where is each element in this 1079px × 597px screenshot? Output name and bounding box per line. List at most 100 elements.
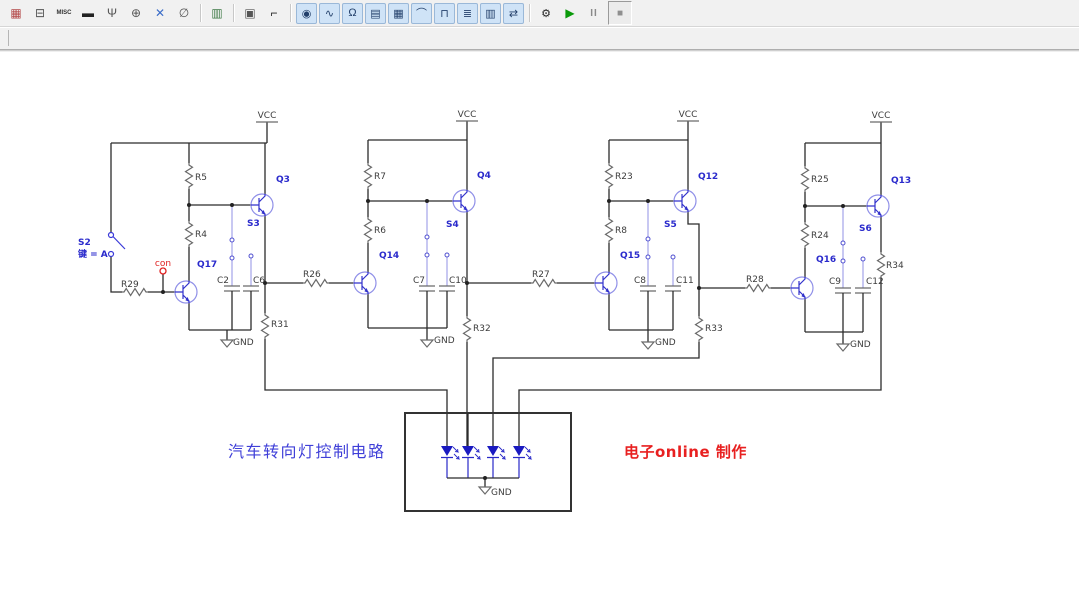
place-misc-icon[interactable]: MISC <box>56 10 72 16</box>
resistor-R25[interactable] <box>800 165 810 193</box>
resistor-R33[interactable] <box>694 315 704 343</box>
wire-node[interactable] <box>229 237 235 243</box>
r-mid-label[interactable]: R4 <box>195 230 207 240</box>
wire-node[interactable] <box>840 240 846 246</box>
cap1-label[interactable]: C9 <box>829 277 841 287</box>
wire-node[interactable] <box>860 256 866 262</box>
cap1-label[interactable]: C2 <box>217 276 229 286</box>
credit-caption[interactable]: 电子online 制作 <box>624 443 747 461</box>
transistor-Q17[interactable] <box>174 280 198 304</box>
r-mid-label[interactable]: R6 <box>374 226 386 236</box>
transistor-Q15[interactable] <box>594 271 618 295</box>
logic-analyzer-icon[interactable]: ▥ <box>480 2 501 24</box>
transistor-Q13[interactable] <box>866 194 890 218</box>
r-out-label[interactable]: R34 <box>886 261 904 271</box>
function-generator-icon[interactable]: ∿ <box>319 2 340 24</box>
capacitor-C8[interactable] <box>639 285 657 292</box>
q-main-label[interactable]: Q4 <box>477 171 491 181</box>
q-osc-label[interactable]: Q14 <box>379 251 399 261</box>
logic-converter-icon[interactable]: ⇄ <box>503 2 524 24</box>
con-label[interactable]: con <box>155 259 171 269</box>
word-generator-icon[interactable]: ≣ <box>457 2 478 24</box>
bode-plotter-icon[interactable]: ⌒ <box>411 2 432 24</box>
gnd-label[interactable]: GND <box>850 340 871 350</box>
r-mid-label[interactable]: R8 <box>615 226 627 236</box>
r-out-label[interactable]: R32 <box>473 324 491 334</box>
cap2-label[interactable]: C11 <box>676 276 694 286</box>
s-node-label[interactable]: S3 <box>247 219 260 229</box>
place-indicator-icon[interactable]: ▬ <box>82 6 94 20</box>
gnd-label[interactable]: GND <box>434 336 455 346</box>
ground-symbol[interactable] <box>220 339 234 348</box>
capacitor-C11[interactable] <box>664 285 682 292</box>
resistor-R7[interactable] <box>363 162 373 190</box>
schematic-canvas[interactable]: VCC <box>0 52 1079 597</box>
stage-1[interactable]: VCC <box>77 111 448 446</box>
wire-node[interactable] <box>229 255 235 261</box>
wattmeter-icon[interactable]: Ω <box>342 2 363 24</box>
transistor-Q3[interactable] <box>250 193 274 217</box>
toolbar-drag-handle[interactable] <box>8 30 9 46</box>
wire-node[interactable] <box>840 258 846 264</box>
switch-S2[interactable] <box>107 231 126 258</box>
place-source-icon[interactable]: ▦ <box>10 6 22 20</box>
switch-ref-label[interactable]: S2 <box>78 238 91 248</box>
stage3-wires[interactable] <box>492 121 791 446</box>
s-node-label[interactable]: S4 <box>446 220 459 230</box>
ground-symbol[interactable] <box>836 343 850 352</box>
q-main-label[interactable]: Q3 <box>276 175 290 185</box>
wire-node[interactable] <box>670 254 676 260</box>
four-channel-oscilloscope-icon[interactable]: ▦ <box>388 2 409 24</box>
led-2[interactable] <box>461 445 481 479</box>
q-main-label[interactable]: Q12 <box>698 172 718 182</box>
gnd-label[interactable]: GND <box>655 338 676 348</box>
q-main-label[interactable]: Q13 <box>891 176 911 186</box>
circuit-title-caption[interactable]: 汽车转向灯控制电路 <box>228 442 386 461</box>
resistor-R8[interactable] <box>604 216 614 244</box>
led-3[interactable] <box>486 445 506 479</box>
gnd-label[interactable]: GND <box>233 338 254 348</box>
r-mid-label[interactable]: R24 <box>811 231 829 241</box>
resistor-R5[interactable] <box>184 162 194 190</box>
vcc-label[interactable]: VCC <box>458 110 477 120</box>
s-node-label[interactable]: S6 <box>859 224 872 234</box>
con-node[interactable] <box>159 267 167 275</box>
place-basic-icon[interactable]: ⊟ <box>34 6 46 20</box>
vcc-label[interactable]: VCC <box>258 111 277 121</box>
ground-symbol[interactable] <box>420 339 434 348</box>
wire-node[interactable] <box>645 236 651 242</box>
stage-3[interactable]: VCC R23 R8 Q12 <box>492 110 791 446</box>
q-osc-label[interactable]: Q17 <box>197 260 217 270</box>
place-misc2-icon[interactable]: ✕ <box>154 6 166 20</box>
wire-node[interactable] <box>248 253 254 259</box>
r-out-label[interactable]: R31 <box>271 320 289 330</box>
r-out-label[interactable]: R33 <box>705 324 723 334</box>
resistor-R34[interactable] <box>876 251 886 279</box>
r-top-label[interactable]: R5 <box>195 173 207 183</box>
ground-symbol[interactable] <box>641 341 655 350</box>
r-top-label[interactable]: R23 <box>615 172 633 182</box>
place-rf-icon[interactable]: Ψ <box>106 6 118 20</box>
pause-simulation-button[interactable]: II <box>590 7 598 19</box>
led-4[interactable] <box>512 445 532 479</box>
r-in-label[interactable]: R29 <box>121 280 139 290</box>
stage1-wires[interactable] <box>110 122 448 446</box>
transistor-Q4[interactable] <box>452 189 476 213</box>
resistor-R26[interactable] <box>302 278 330 288</box>
transistor-Q16[interactable] <box>790 276 814 300</box>
capacitor-C6[interactable] <box>242 285 260 292</box>
run-simulation-button[interactable]: ▶ <box>565 6 575 20</box>
resistor-R24[interactable] <box>800 221 810 249</box>
resistor-R32[interactable] <box>462 315 472 343</box>
wire-node[interactable] <box>424 234 430 240</box>
oscilloscope-icon[interactable]: ▤ <box>365 2 386 24</box>
vcc-label[interactable]: VCC <box>679 110 698 120</box>
r-link-label[interactable]: R28 <box>746 275 764 285</box>
wire-node[interactable] <box>645 254 651 260</box>
ground-symbol[interactable] <box>478 486 492 495</box>
s-node-label[interactable]: S5 <box>664 220 677 230</box>
place-connector-icon[interactable]: ∅ <box>178 6 190 20</box>
gnd-label[interactable]: GND <box>491 488 512 498</box>
resistor-R23[interactable] <box>604 162 614 190</box>
stage-2[interactable]: VCC R7 R6 Q4 S4 <box>353 110 595 446</box>
